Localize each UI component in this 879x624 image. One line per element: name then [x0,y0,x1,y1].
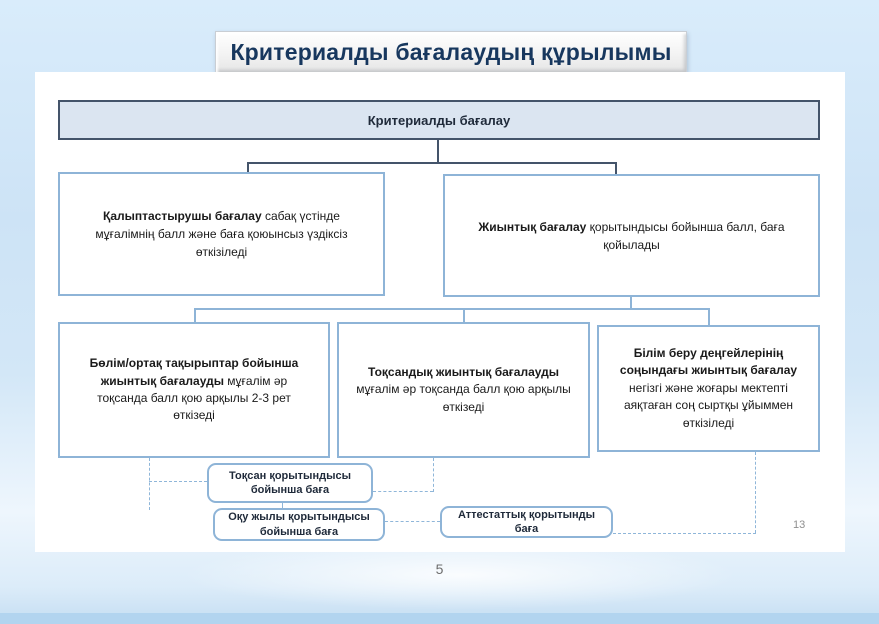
dashed-connector-section-down [149,458,150,510]
section-summative-title: Бөлім/ортақ тақырыптар бойынша жиынтық б… [89,356,299,388]
year-grade-label: Оқу жылы қорытындысы бойынша баға [228,511,370,538]
education-level-summative-box: Білім беру деңгейлерінің соңындағы жиынт… [597,325,820,452]
quarter-grade-label: Тоқсан қорытындысы бойынша баға [229,469,351,496]
connector-drop-section [194,308,196,322]
attestation-grade-label: Аттестаттық қорытынды баға [457,508,596,535]
quarter-grade-box: Тоқсан қорытындысы бойынша баға [207,463,373,503]
dashed-connector-level-end-down [755,452,756,533]
connector-drop-formative [247,162,249,172]
embedded-slide-number: 13 [793,519,806,531]
dashed-connector-quarter-to-year [282,503,283,508]
page-number: 5 [435,561,444,577]
dashed-connector-quarter-down [433,458,434,492]
quarter-summative-title: Тоқсандық жиынтық бағалауды [368,364,559,379]
connector-root-stem [437,140,439,162]
summative-assessment-box: Жиынтық бағалау қорытындысы бойынша балл… [443,174,820,297]
formative-assessment-box: Қалыптастырушы бағалау сабақ үстінде мұғ… [58,172,385,296]
dashed-connector-attest-right [613,533,756,534]
bottom-accent-strip [0,613,879,624]
slide-title: Критериалды бағалаудың құрылымы [230,38,672,65]
connector-root-bar [247,162,617,164]
connector-summative-stem [630,297,632,308]
education-level-summative-title: Білім беру деңгейлерінің соңындағы жиынт… [619,346,798,378]
attestation-grade-box: Аттестаттық қорытынды баға [440,506,613,538]
formative-assessment-title: Қалыптастырушы бағалау [103,209,262,223]
diagram-root-box: Критериалды бағалау [58,100,820,140]
formative-assessment-desc: сабақ үстінде мұғалімнің балл және баға … [95,209,348,259]
quarter-summative-box: Тоқсандық жиынтық бағалауды мұғалім әр т… [337,322,590,458]
connector-drop-level-end [708,308,710,325]
dashed-connector-quarter-grade-right [373,491,433,492]
diagram-panel: Критериалды бағалау Қалыптастырушы бағал… [35,72,845,552]
dashed-connector-into-quarter-grade [149,481,207,482]
slide-title-plaque: Критериалды бағалаудың құрылымы [215,31,687,73]
root-label: Критериалды бағалау [367,112,511,128]
section-summative-desc: мұғалім әр тоқсанда балл қою арқылы 2-3 … [97,373,291,423]
connector-drop-summative [615,162,617,174]
education-level-summative-desc: негізгі және жоғары мектепті аяқтаған со… [623,380,794,430]
section-summative-box: Бөлім/ортақ тақырыптар бойынша жиынтық б… [58,322,330,458]
connector-summative-bar [194,308,710,310]
quarter-summative-desc: мұғалім әр тоқсанда балл қою арқылы өткі… [356,382,571,414]
summative-assessment-desc: қорытындысы бойынша балл, баға қойылады [589,219,785,252]
year-grade-box: Оқу жылы қорытындысы бойынша баға [213,508,385,541]
dashed-connector-year-to-attest [385,521,440,522]
summative-assessment-title: Жиынтық бағалау [478,219,587,234]
connector-drop-quarter [463,308,465,322]
